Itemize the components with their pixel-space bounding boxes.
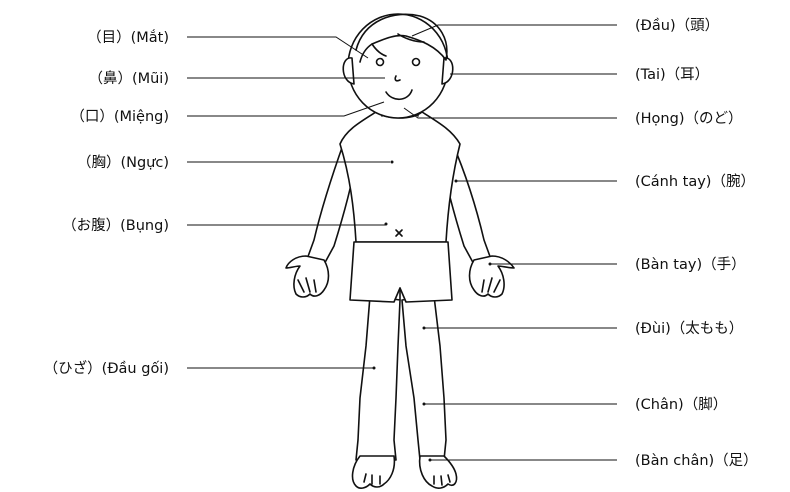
leader-mouth bbox=[187, 102, 384, 116]
shorts bbox=[350, 242, 452, 302]
leader-eye bbox=[187, 37, 368, 58]
label-eye: （目）(Mắt) bbox=[87, 29, 169, 46]
label-belly: （お腹）(Bụng) bbox=[62, 217, 169, 234]
torso bbox=[340, 112, 460, 242]
right-labels: (Đầu)（頭） (Tai)（耳） (Họng)（のど） (Cánh tay)（… bbox=[635, 17, 758, 469]
label-knee: （ひざ）(Đầu gối) bbox=[44, 359, 169, 377]
label-leg: (Chân)（脚） bbox=[635, 396, 727, 413]
label-thigh: (Đùi)（太もも） bbox=[635, 320, 743, 337]
left-foot bbox=[353, 456, 395, 488]
left-leg bbox=[356, 296, 400, 460]
label-foot: (Bàn chân)（足） bbox=[635, 452, 758, 469]
right-hand bbox=[470, 256, 515, 297]
right-foot bbox=[420, 456, 457, 488]
label-nose: （鼻）(Mũi) bbox=[88, 70, 169, 87]
right-leg bbox=[402, 296, 446, 460]
label-ear: (Tai)（耳） bbox=[635, 66, 709, 83]
child-figure bbox=[286, 14, 514, 488]
head bbox=[348, 14, 448, 118]
label-hand: (Bàn tay)（手） bbox=[635, 256, 746, 273]
label-mouth: （口）(Miệng) bbox=[70, 108, 169, 125]
label-arm: (Cánh tay)（腕） bbox=[635, 173, 755, 190]
label-head: (Đầu)（頭） bbox=[635, 17, 719, 34]
left-ear bbox=[343, 58, 354, 84]
right-ear bbox=[442, 58, 453, 84]
left-labels: （目）(Mắt) （鼻）(Mũi) （口）(Miệng) （胸）(Ngực) （… bbox=[44, 29, 169, 377]
label-chest: （胸）(Ngực) bbox=[77, 154, 169, 171]
left-hand bbox=[286, 256, 329, 297]
label-throat: (Họng)（のど） bbox=[635, 110, 742, 127]
leader-throat bbox=[404, 108, 617, 118]
